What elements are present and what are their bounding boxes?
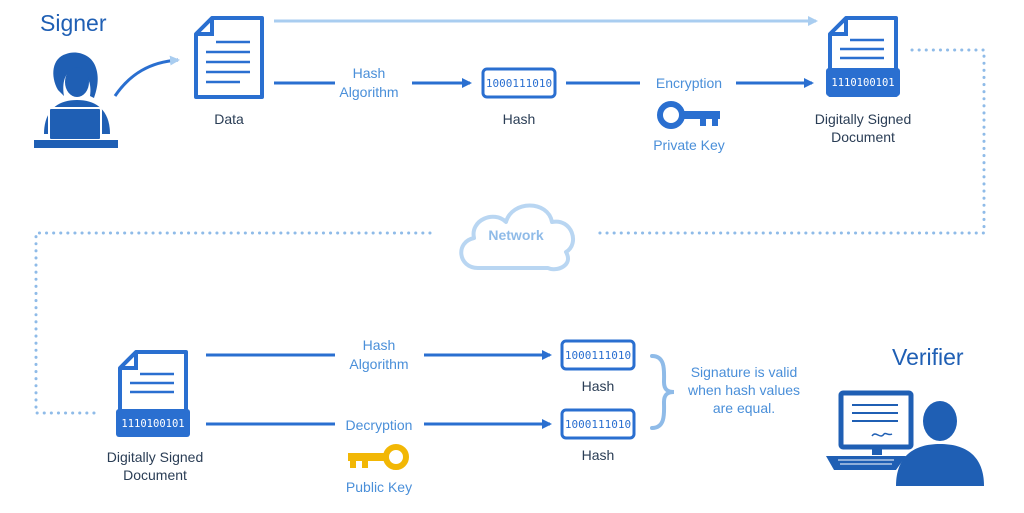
note-line3: are equal. [713, 400, 775, 416]
verify-hash-top-label: Hash [582, 378, 615, 394]
verify-hash-algorithm-line2: Algorithm [349, 356, 408, 372]
private-key-icon [657, 101, 720, 129]
encryption-label: Encryption [656, 75, 722, 91]
data-label: Data [214, 111, 244, 127]
signed-doc-label-line1: Digitally Signed [815, 111, 912, 127]
note-line2: when hash values [687, 382, 800, 398]
hash-label: Hash [503, 111, 536, 127]
hash-algorithm-label-line1: Hash [353, 65, 386, 81]
signed-document-icon [826, 16, 900, 97]
network-path-left [34, 231, 432, 415]
received-doc-label-line1: Digitally Signed [107, 449, 204, 465]
hash-algorithm-label-line2: Algorithm [339, 84, 398, 100]
hash-box [481, 67, 557, 99]
note-line1: Signature is valid [691, 364, 798, 380]
public-key-icon [348, 444, 409, 470]
hash-bits: 1000111010 [486, 77, 552, 90]
private-key-label: Private Key [653, 137, 725, 153]
comparison-brace [650, 354, 675, 430]
decryption-label: Decryption [346, 417, 413, 433]
verify-hash-top-bits: 1000111010 [565, 349, 631, 362]
signed-doc-label-line2: Document [831, 129, 895, 145]
verify-hash-box-bottom [560, 408, 636, 440]
network-label: Network [488, 227, 543, 243]
signer-person-icon [34, 52, 118, 148]
verify-hash-bottom-bits: 1000111010 [565, 418, 631, 431]
public-key-label: Public Key [346, 479, 412, 495]
signed-bits-top: 1110100101 [831, 77, 894, 89]
network-path-right [596, 48, 986, 235]
signer-to-data-arrow [113, 55, 180, 97]
verifier-title: Verifier [892, 344, 964, 370]
verifier-person-icon [826, 390, 984, 486]
received-signed-document-icon [116, 350, 190, 437]
signed-bits-bottom: 1110100101 [121, 418, 184, 430]
cloud-icon [459, 203, 575, 272]
verify-hash-algorithm-line1: Hash [363, 337, 396, 353]
verify-hash-bottom-label: Hash [582, 447, 615, 463]
document-icon [194, 16, 264, 99]
received-doc-label-line2: Document [123, 467, 187, 483]
verify-hash-box-top [560, 339, 636, 371]
signer-title: Signer [40, 10, 107, 36]
